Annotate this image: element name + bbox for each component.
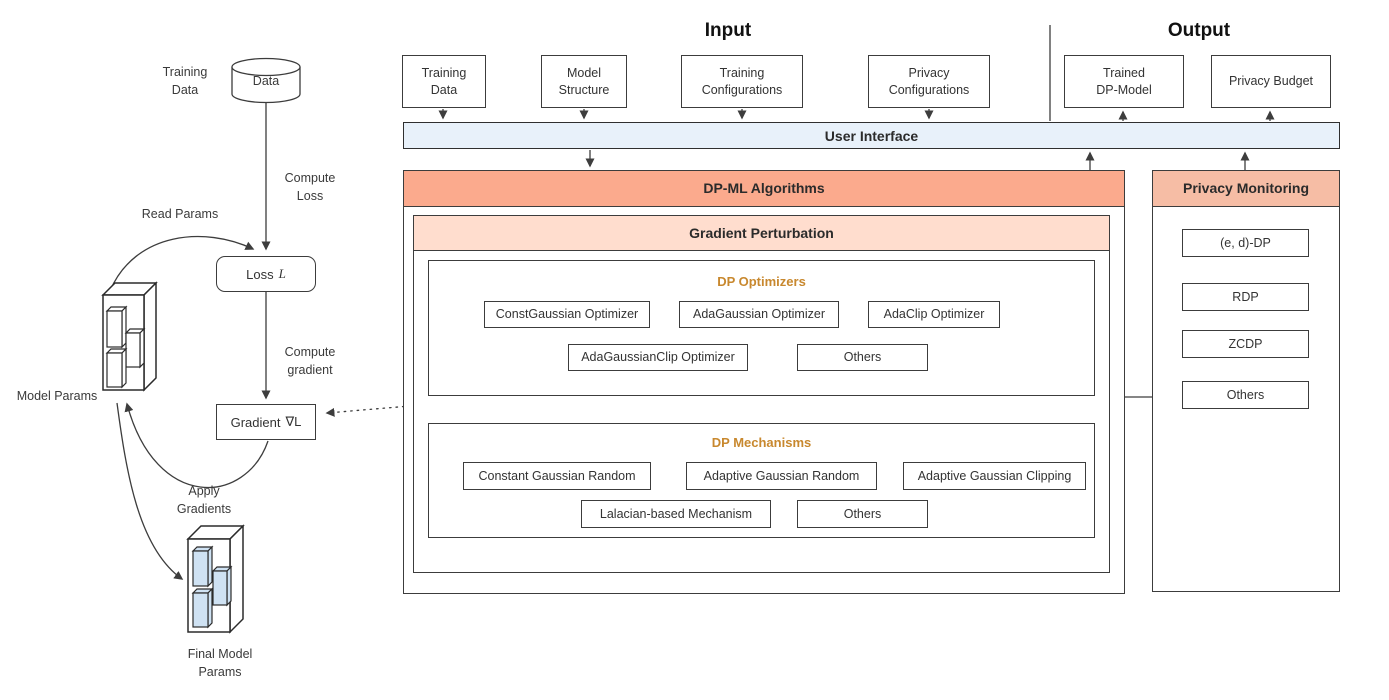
final-model-params-icon [186, 524, 245, 634]
optimizer-adagaussian: AdaGaussian Optimizer [679, 301, 839, 328]
final-model-params-label: Final Model Params [187, 647, 253, 679]
mechanism-lalacian-based: Lalacian-based Mechanism [581, 500, 771, 528]
training-data-label: Training Data [162, 65, 208, 97]
output-box-privacy-budget: Privacy Budget [1211, 55, 1331, 108]
model-params-icon [101, 281, 158, 392]
input-box-training-data: Training Data [402, 55, 486, 108]
apply-gradients-label: Apply Gradients [176, 484, 232, 516]
optimizer-adagaussianclip: AdaGaussianClip Optimizer [568, 344, 748, 371]
input-box-model-structure: Model Structure [541, 55, 627, 108]
privacy-monitoring-header: Privacy Monitoring [1151, 169, 1341, 207]
dp-mechanisms-title: DP Mechanisms [711, 435, 812, 450]
mechanism-constant-gaussian: Constant Gaussian Random [463, 462, 651, 490]
privacy-item-ed-dp: (e, d)-DP [1182, 229, 1309, 257]
data-cylinder-label: Data [252, 74, 280, 88]
optimizer-others: Others [797, 344, 928, 371]
gradient-node: Gradient ∇L [216, 404, 316, 440]
dp-optimizers-group: DP Optimizers [428, 260, 1095, 396]
output-title: Output [1167, 20, 1231, 41]
optimizer-adaclip: AdaClip Optimizer [868, 301, 1000, 328]
output-box-trained-dp-model: Trained DP-Model [1064, 55, 1184, 108]
loss-symbol: L [278, 266, 286, 281]
input-title: Input [704, 20, 752, 41]
mechanism-adaptive-gaussian-random: Adaptive Gaussian Random [686, 462, 877, 490]
dpml-to-gradient-dotted-arrow [325, 405, 405, 417]
read-params-label: Read Params [141, 207, 219, 221]
gradient-symbol: ∇L [285, 414, 302, 429]
gradient-perturbation-header: Gradient Perturbation [412, 214, 1111, 251]
input-box-training-configurations: Training Configurations [681, 55, 803, 108]
privacy-item-others: Others [1182, 381, 1309, 409]
mechanism-others: Others [797, 500, 928, 528]
dpml-algorithms-header: DP-ML Algorithms [402, 169, 1126, 207]
privacy-item-zcdp: ZCDP [1182, 330, 1309, 358]
input-box-privacy-configurations: Privacy Configurations [868, 55, 990, 108]
compute-loss-label: Compute Loss [284, 171, 336, 203]
loss-word: Loss [246, 266, 274, 282]
optimizer-constgaussian: ConstGaussian Optimizer [484, 301, 650, 328]
privacy-item-rdp: RDP [1182, 283, 1309, 311]
compute-gradient-label: Compute gradient [284, 345, 336, 377]
user-interface-bar: User Interface [403, 122, 1340, 149]
dp-optimizers-title: DP Optimizers [717, 274, 806, 289]
gradient-word: Gradient [230, 414, 281, 430]
loss-node: Loss L [216, 256, 316, 292]
model-params-label: Model Params [16, 389, 98, 403]
mechanism-adaptive-gaussian-clipping: Adaptive Gaussian Clipping [903, 462, 1086, 490]
